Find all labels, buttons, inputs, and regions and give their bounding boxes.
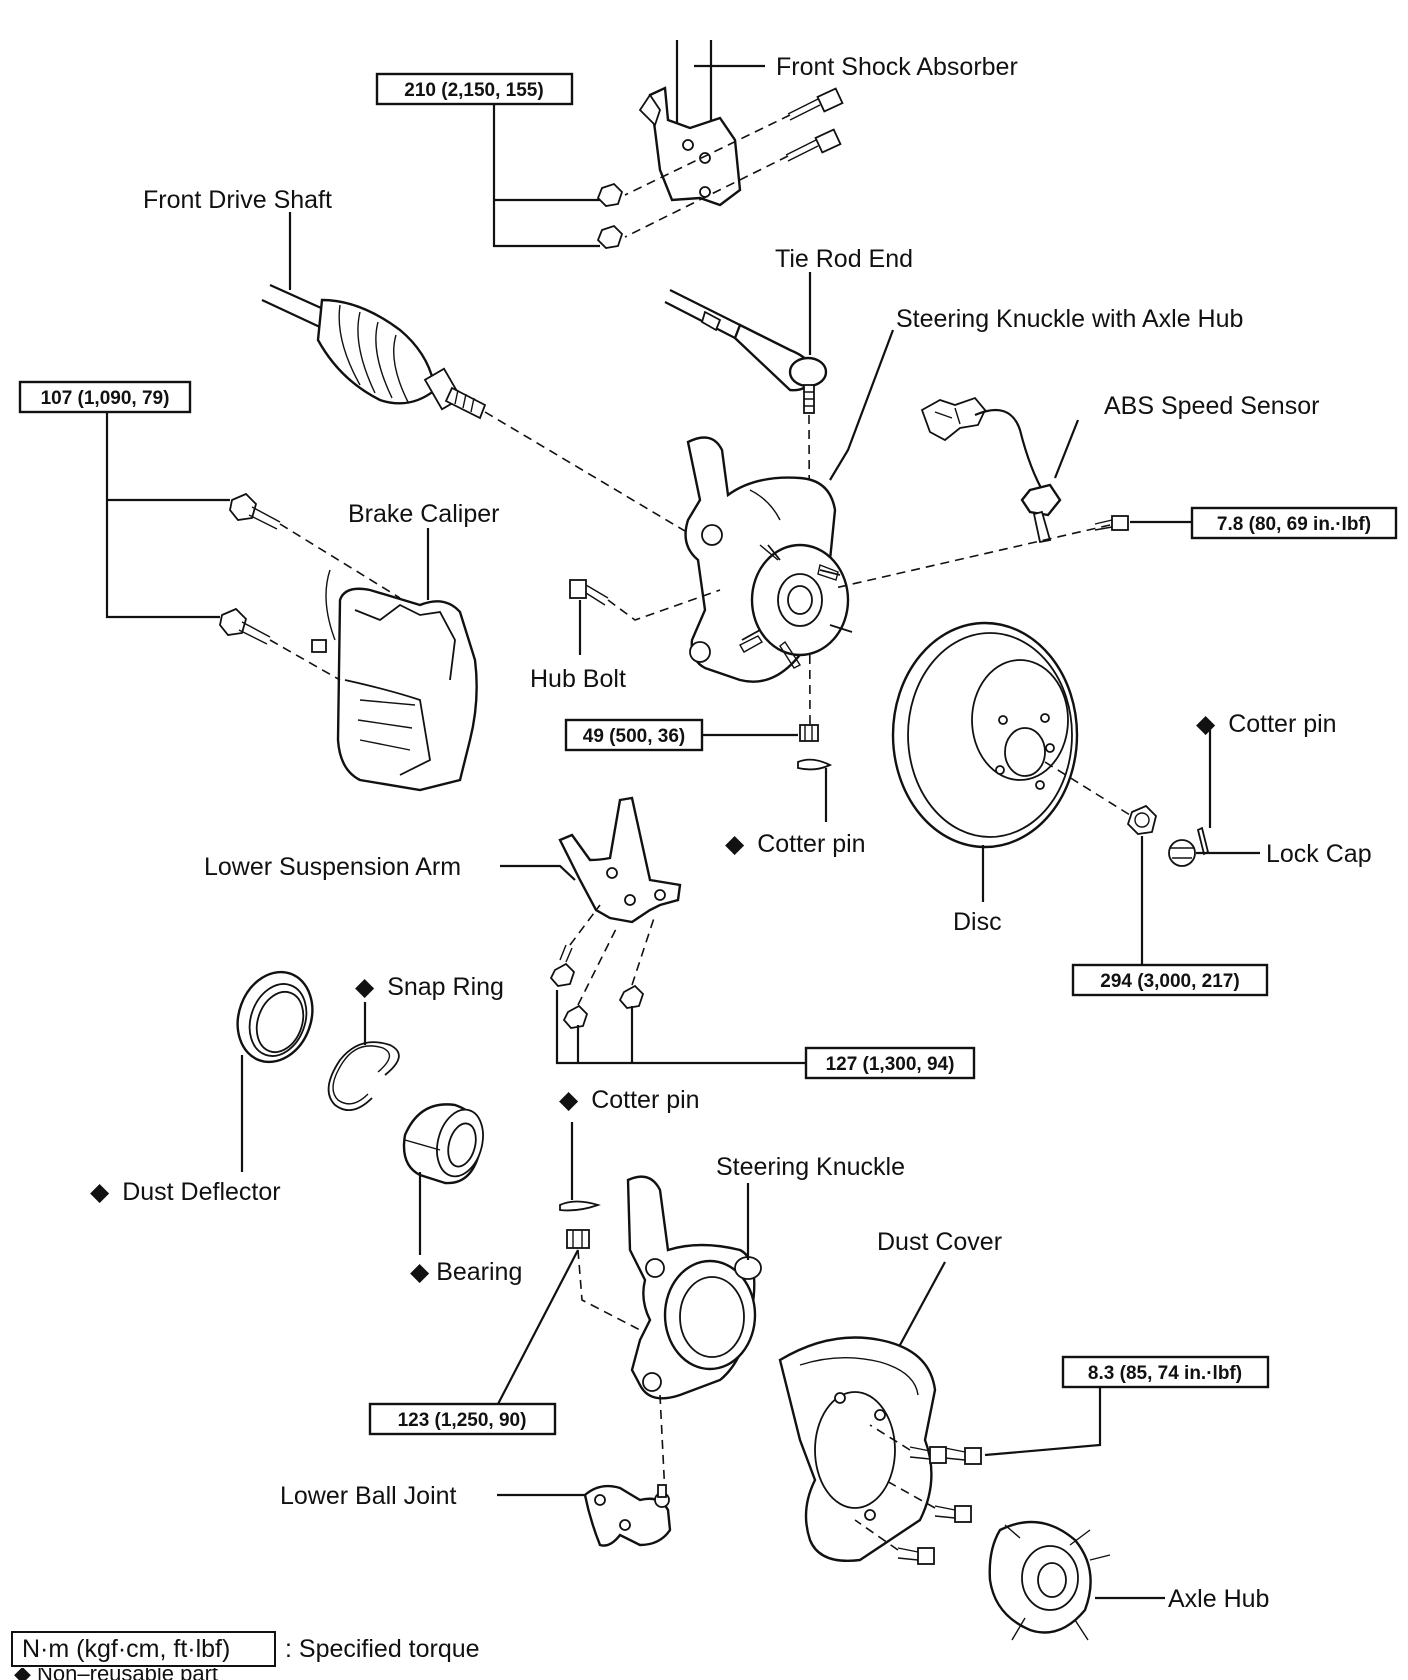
label-brake-caliper: Brake Caliper bbox=[348, 500, 499, 528]
abs-speed-sensor-drawing bbox=[920, 396, 1062, 544]
label-disc: Disc bbox=[953, 908, 1002, 936]
torque-spec-shock-absorber: 210 (2,150, 155) bbox=[375, 72, 574, 106]
non-reusable-diamond: ◆ bbox=[90, 1178, 110, 1206]
torque-value: 7.8 (80, 69 in.·lbf) bbox=[1217, 514, 1371, 535]
torque-value: 107 (1,090, 79) bbox=[41, 388, 170, 409]
legend-torque-desc: : Specified torque bbox=[285, 1635, 480, 1663]
label-front-drive-shaft: Front Drive Shaft bbox=[143, 186, 332, 214]
torque-spec-abs-sensor: 7.8 (80, 69 in.·lbf) bbox=[1190, 506, 1398, 540]
lower-suspension-arm-drawing bbox=[558, 796, 682, 924]
axle-hub-drawing bbox=[988, 1520, 1111, 1641]
label-hub-bolt: Hub Bolt bbox=[530, 665, 626, 693]
torque-value: 49 (500, 36) bbox=[583, 726, 685, 747]
dust-cover-drawing bbox=[778, 1336, 937, 1562]
abs-sensor-bolt-drawing bbox=[1094, 515, 1129, 531]
torque-spec-tie-rod: 49 (500, 36) bbox=[564, 718, 704, 752]
dust-deflector-drawing bbox=[236, 970, 314, 1064]
lock-cap-drawing bbox=[1168, 839, 1196, 867]
dust-cover-bolt-drawing bbox=[897, 1446, 982, 1565]
label-lower-suspension-arm: Lower Suspension Arm bbox=[204, 853, 461, 881]
label-cotter-pin-tie-rod: ◆ Cotter pin bbox=[725, 830, 866, 858]
lower-arm-bolt-drawing bbox=[549, 944, 645, 1029]
torque-spec-ball-joint: 123 (1,250, 90) bbox=[368, 1402, 557, 1436]
torque-value: 210 (2,150, 155) bbox=[404, 80, 543, 101]
label-dust-deflector: ◆ Dust Deflector bbox=[90, 1178, 281, 1206]
steering-knuckle-drawing bbox=[626, 1175, 762, 1400]
label-axle-hub: Axle Hub bbox=[1168, 1585, 1269, 1613]
leader-lines bbox=[105, 64, 1260, 1600]
label-cotter-pin-lock-cap: ◆ Cotter pin bbox=[1196, 710, 1337, 738]
front-shock-absorber-drawing bbox=[638, 40, 742, 207]
label-snap-ring: ◆ Snap Ring bbox=[355, 973, 504, 1001]
snap-ring-drawing bbox=[327, 1041, 400, 1112]
label-abs-speed-sensor: ABS Speed Sensor bbox=[1104, 392, 1319, 420]
non-reusable-diamond: ◆ bbox=[410, 1258, 430, 1286]
label-cotter-pin-ball-joint: ◆ Cotter pin bbox=[559, 1086, 700, 1114]
legend-torque-units: N·m (kgf·cm, ft·lbf) bbox=[22, 1635, 230, 1663]
steering-knuckle-with-axle-hub-drawing bbox=[684, 436, 853, 683]
hub-bolt-drawing bbox=[569, 579, 609, 606]
disc-drawing bbox=[891, 621, 1079, 849]
label-tie-rod-end: Tie Rod End bbox=[775, 245, 913, 273]
caliper-bolt-drawing bbox=[219, 492, 281, 645]
legend-non-reusable: ◆ Non–reusable part bbox=[14, 1668, 218, 1680]
torque-value: 123 (1,250, 90) bbox=[398, 1410, 527, 1431]
shock-bolt-drawing bbox=[596, 87, 844, 249]
torque-spec-lower-arm: 127 (1,300, 94) bbox=[804, 1046, 976, 1080]
torque-spec-axle-nut: 294 (3,000, 217) bbox=[1071, 963, 1269, 997]
label-steering-knuckle-with-axle-hub: Steering Knuckle with Axle Hub bbox=[896, 305, 1243, 333]
ball-joint-castle-nut-drawing bbox=[566, 1229, 590, 1249]
non-reusable-diamond: ◆ bbox=[559, 1086, 579, 1114]
label-dust-cover: Dust Cover bbox=[877, 1228, 1002, 1256]
torque-value: 294 (3,000, 217) bbox=[1100, 971, 1239, 992]
brake-caliper-drawing bbox=[311, 569, 478, 792]
ball-joint-cotter-pin-drawing bbox=[559, 1200, 601, 1212]
lock-cap-cotter-pin-drawing bbox=[1196, 826, 1210, 856]
label-bearing: ◆ Bearing bbox=[410, 1258, 522, 1286]
label-lower-ball-joint: Lower Ball Joint bbox=[280, 1482, 457, 1510]
front-drive-shaft-drawing bbox=[261, 283, 487, 420]
non-reusable-diamond: ◆ bbox=[355, 973, 375, 1001]
tie-rod-castle-nut-drawing bbox=[797, 724, 833, 771]
non-reusable-diamond: ◆ bbox=[1196, 710, 1216, 738]
label-steering-knuckle: Steering Knuckle bbox=[716, 1153, 905, 1181]
label-front-shock-absorber: Front Shock Absorber bbox=[776, 53, 1018, 81]
torque-value: 8.3 (85, 74 in.·lbf) bbox=[1088, 1363, 1242, 1384]
non-reusable-diamond: ◆ bbox=[725, 830, 745, 858]
legend: N·m (kgf·cm, ft·lbf) : Specified torque bbox=[11, 1631, 480, 1667]
torque-spec-dust-cover: 8.3 (85, 74 in.·lbf) bbox=[1061, 1355, 1270, 1389]
axle-nut-drawing bbox=[1126, 804, 1157, 835]
tie-rod-end-drawing bbox=[664, 289, 828, 414]
torque-value: 127 (1,300, 94) bbox=[826, 1054, 955, 1075]
torque-spec-caliper: 107 (1,090, 79) bbox=[18, 380, 192, 414]
bearing-drawing bbox=[402, 1103, 484, 1185]
label-lock-cap: Lock Cap bbox=[1266, 840, 1372, 868]
lower-ball-joint-drawing bbox=[583, 1484, 672, 1547]
